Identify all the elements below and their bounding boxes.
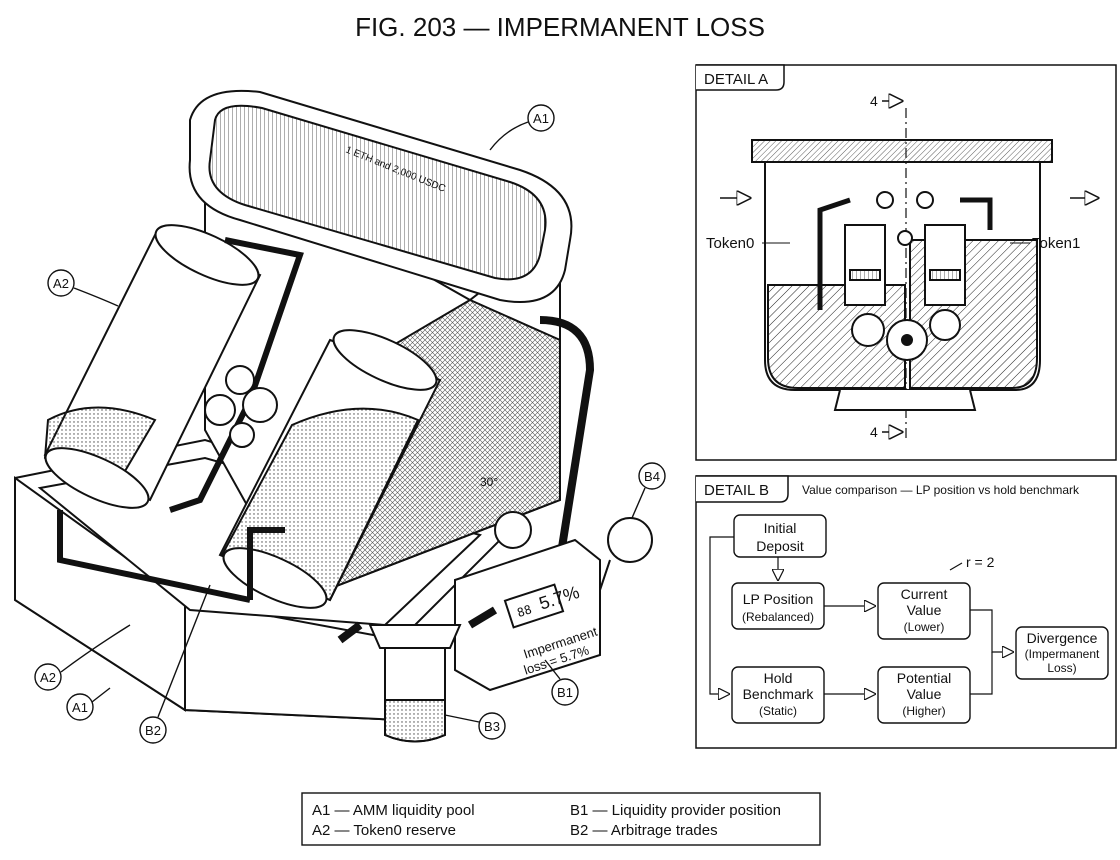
callout-a1: A1 xyxy=(533,111,549,126)
detail-a-title: DETAIL A xyxy=(704,71,768,88)
node-divergence-l2: (Impermanent xyxy=(1025,647,1100,661)
node-current xyxy=(877,582,971,640)
filter-cup xyxy=(337,606,498,743)
node-current-l3: (Lower) xyxy=(904,620,945,634)
node-divergence-l3: Loss) xyxy=(1047,661,1076,675)
callout-a2: A2 xyxy=(53,276,69,291)
legend-b1: B1 — Liquidity provider position xyxy=(570,802,781,819)
callout-a2b: A2 xyxy=(40,670,56,685)
node-hold xyxy=(731,666,825,724)
cylinder-left xyxy=(43,224,262,509)
angle-label: 30° xyxy=(480,475,498,489)
legend-a1: A1 — AMM liquidity pool xyxy=(312,802,475,819)
label-token0: Token0 xyxy=(706,235,754,252)
node-lp-l2: (Rebalanced) xyxy=(742,610,814,624)
callout-b4: B4 xyxy=(644,469,660,484)
section-label-top: 4 xyxy=(870,93,878,109)
pipe-side xyxy=(539,316,595,561)
node-initial-l2: Deposit xyxy=(756,538,804,554)
callout-b2: B2 xyxy=(145,723,161,738)
node-divergence-l1: Divergence xyxy=(1027,630,1098,646)
node-current-l1: Current xyxy=(901,586,948,602)
meter-box xyxy=(454,511,653,692)
figure-title: FIG. 203 — IMPERMANENT LOSS xyxy=(355,12,765,42)
node-potential-l3: (Higher) xyxy=(902,704,945,718)
cylinder-right xyxy=(218,329,442,609)
legend-a2: A2 — Token0 reserve xyxy=(312,822,456,839)
node-hold-l3: (Static) xyxy=(759,704,797,718)
callout-a1b: A1 xyxy=(72,700,88,715)
detail-b-panel: DETAIL B Value comparison — LP position … xyxy=(695,475,1117,749)
callouts xyxy=(34,104,666,744)
node-potential xyxy=(877,666,971,724)
callout-b1: B1 xyxy=(557,685,573,700)
node-divergence xyxy=(1015,626,1109,680)
section-label-bottom: 4 xyxy=(870,424,878,440)
detail-a-panel: DETAIL A 4 4 xyxy=(695,64,1117,461)
label-token1: Token1 xyxy=(1032,235,1080,252)
meter-digits: 88 xyxy=(515,602,533,620)
pressure-gauge xyxy=(494,511,532,549)
ratio-label: r = 2 xyxy=(966,554,995,570)
node-initial-l1: Initial xyxy=(764,520,797,536)
gear-cluster xyxy=(204,365,278,448)
node-hold-l2: Benchmark xyxy=(743,686,815,702)
node-hold-l1: Hold xyxy=(764,670,793,686)
node-lp-l1: LP Position xyxy=(743,591,814,607)
tank-lid-panel xyxy=(208,104,547,281)
detail-b-subtitle: Value comparison — LP position vs hold b… xyxy=(802,483,1080,497)
legend-b2: B2 — Arbitrage trades xyxy=(570,822,718,839)
node-current-l2: Value xyxy=(907,602,942,618)
amm-machine xyxy=(14,89,653,743)
legend-box: A1 — AMM liquidity pool A2 — Token0 rese… xyxy=(301,792,821,846)
callout-b3: B3 xyxy=(484,719,500,734)
node-potential-l2: Value xyxy=(907,686,942,702)
detail-b-title: DETAIL B xyxy=(704,482,769,499)
gauge-b4 xyxy=(607,517,653,563)
node-potential-l1: Potential xyxy=(897,670,951,686)
node-initial xyxy=(733,514,827,558)
